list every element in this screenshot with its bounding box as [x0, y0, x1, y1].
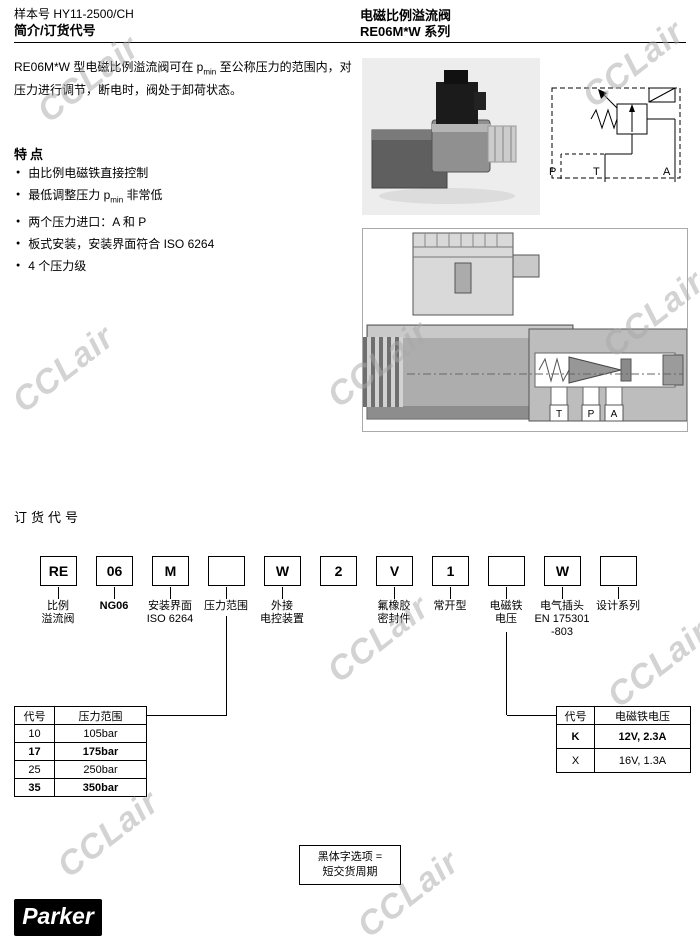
label-proportional-relief-valve: 比例溢流阀 [41, 600, 75, 625]
label-solenoid-voltage: 电磁铁电压 [489, 600, 523, 625]
ordering-box-plug: W [544, 556, 581, 586]
table-header-row: 代号 压力范围 [14, 706, 147, 725]
ordering-title: 订货代号 [14, 510, 83, 525]
parker-logo: Parker [14, 899, 102, 936]
sectional-drawing-frame: T P A [362, 228, 688, 432]
sectional-drawing: T P A [363, 232, 688, 422]
note-box: 黑体字选项 = 短交货周期 [299, 845, 401, 885]
intro-paragraph: RE06M*W 型电磁比例溢流阀可在 pmin 至公称压力的范围内，对 压力进行… [14, 58, 359, 100]
din-connector-photo [436, 82, 478, 124]
ordering-box-pressure [208, 556, 245, 586]
note-line-2: 短交货周期 [322, 866, 378, 878]
ordering-box-2: 2 [320, 556, 357, 586]
watermark: CCLair [5, 317, 122, 421]
connector-line [618, 587, 619, 599]
ordering-box-ng06: 06 [96, 556, 133, 586]
port-label-t: T [556, 409, 562, 420]
product-title: 电磁比例溢流阀 [360, 8, 452, 23]
label-pressure-range: 压力范围 [204, 600, 248, 612]
product-photo [362, 58, 540, 215]
bullet-icon: ● [16, 240, 21, 248]
pressure-table-line [146, 715, 227, 716]
connector-line [58, 587, 59, 599]
port-label-p: P [588, 409, 595, 420]
bullet-icon: ● [16, 262, 21, 270]
port-label-a: A [663, 166, 671, 178]
manual-override-knob [363, 337, 403, 407]
feature-item: ●由比例电磁铁直接控制 [16, 166, 149, 180]
doc-number: 样本号 HY11-2500/CH [14, 7, 134, 21]
watermark: CCLair [600, 612, 700, 716]
feature-item: ●最低调整压力 pmin 非常低 [16, 188, 163, 205]
table-header-row: 代号 电磁铁电压 [556, 706, 691, 725]
label-design-series: 设计系列 [596, 600, 640, 612]
ordering-box-re: RE [40, 556, 77, 586]
watermark: CCLair [50, 782, 167, 886]
ordering-box-design [600, 556, 637, 586]
bullet-icon: ● [16, 218, 21, 226]
port-label-p: P [549, 166, 556, 178]
connector-line [282, 587, 283, 599]
cone-poppet [568, 356, 622, 384]
connector-line [506, 587, 507, 599]
product-series: RE06M*W 系列 [360, 24, 451, 39]
connector-line [450, 587, 451, 599]
features-list: ●由比例电磁铁直接控制 ●最低调整压力 pmin 非常低 ●两个压力进口：A 和… [16, 166, 356, 281]
hydraulic-symbol: P T A [549, 87, 681, 182]
feature-item: ●4 个压力级 [16, 259, 87, 274]
connector-line [170, 587, 171, 599]
note-line-1: 黑体字选项 = [317, 851, 383, 863]
connector-line [114, 587, 115, 599]
connector-line [394, 587, 395, 599]
ordering-box-w: W [264, 556, 301, 586]
intro-line-1: RE06M*W 型电磁比例溢流阀可在 pmin 至公称压力的范围内，对 [14, 60, 352, 77]
label-normally-open: 常开型 [433, 600, 467, 612]
pressure-table-line [226, 616, 227, 715]
voltage-table-line [507, 715, 556, 716]
ordering-box-interface: M [152, 556, 189, 586]
ordering-box-v: V [376, 556, 413, 586]
bullet-icon: ● [16, 169, 21, 176]
ordering-box-1: 1 [432, 556, 469, 586]
feature-item: ●两个压力进口：A 和 P [16, 215, 147, 230]
bullet-icon: ● [16, 191, 21, 198]
spring-symbol [590, 108, 618, 130]
header-divider [14, 42, 686, 43]
port-label-a: A [611, 409, 618, 420]
ordering-box-voltage [488, 556, 525, 586]
connector-line [226, 587, 227, 599]
section-title: 简介/订货代号 [14, 23, 96, 38]
feature-item: ●板式安装，安装界面符合 ISO 6264 [16, 237, 215, 252]
relief-arrow-icon [598, 89, 607, 99]
port-label-t: T [593, 166, 600, 178]
features-title: 特点 [14, 147, 47, 162]
label-external-electronics: 外接电控装置 [260, 600, 304, 625]
connector-line [562, 587, 563, 599]
label-ng06: NG06 [99, 600, 129, 612]
intro-line-2: 压力进行调节，断电时，阀处于卸荷状态。 [14, 83, 243, 98]
voltage-table-line [506, 632, 507, 715]
label-fkm-seals: 氟橡胶密封件 [377, 600, 411, 625]
